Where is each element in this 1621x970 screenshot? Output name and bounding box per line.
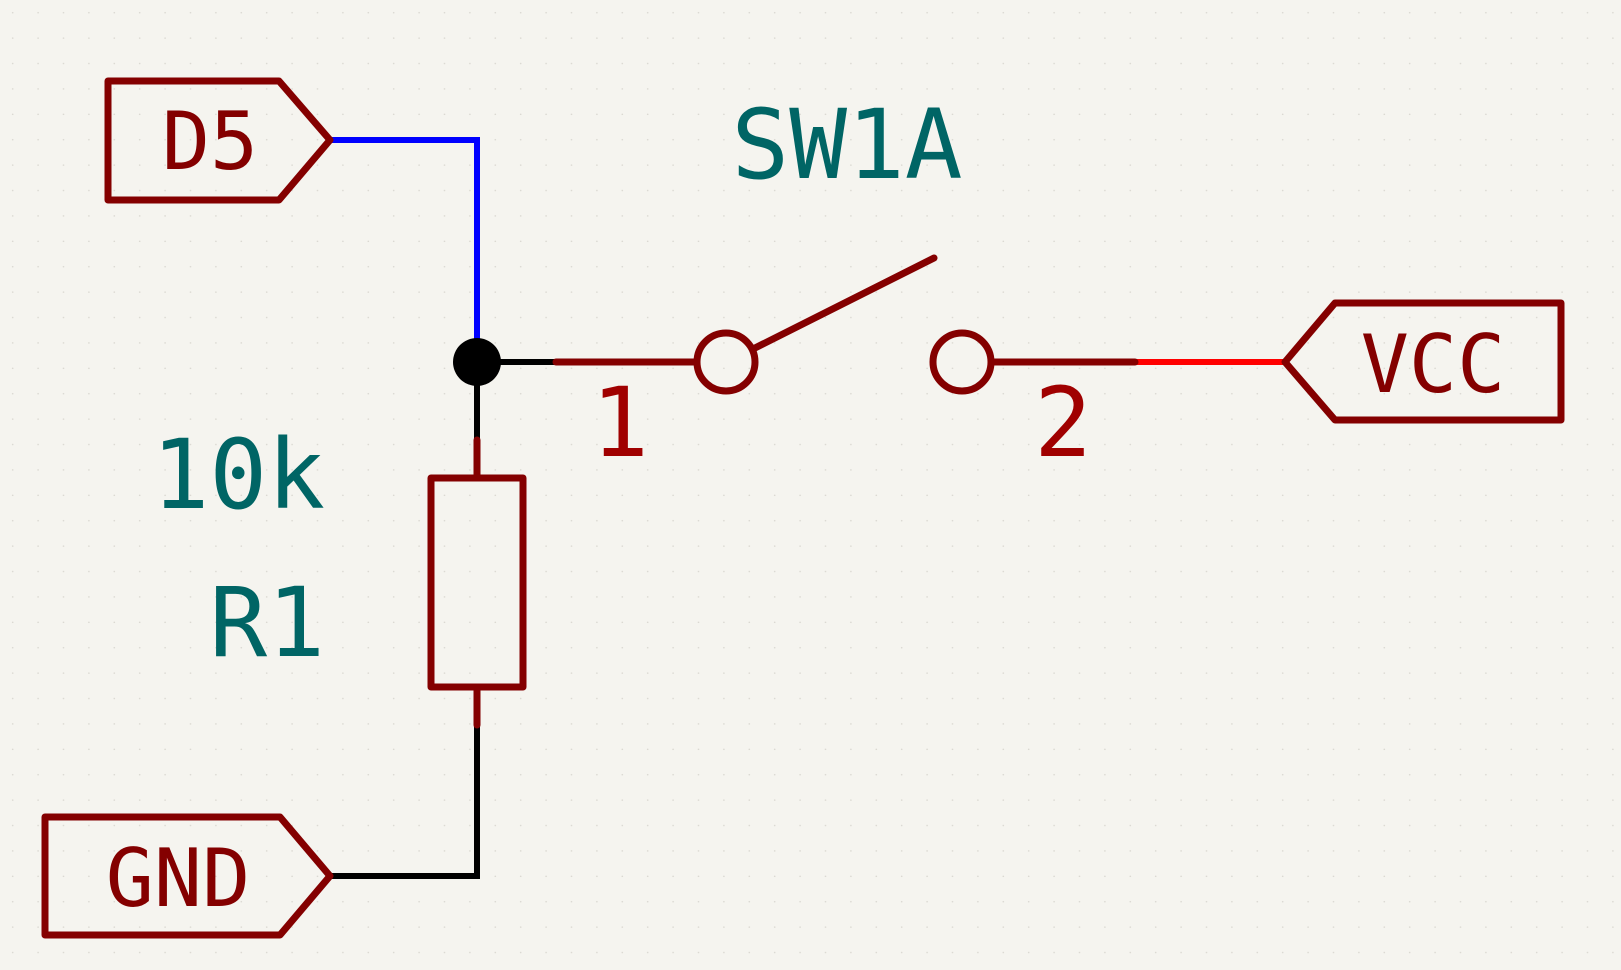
wire-d5[interactable]	[330, 137, 480, 345]
global-label-vcc[interactable]: VCC	[1281, 299, 1565, 424]
vcc-label-text: VCC	[1361, 318, 1506, 411]
d5-label-shape	[104, 77, 334, 204]
wire-gnd[interactable]	[330, 725, 480, 879]
resistor-value[interactable]: 10k	[152, 419, 325, 531]
d5-label-text: D5	[162, 95, 258, 188]
switch-sw1a[interactable]	[552, 254, 1139, 395]
junction-dot	[453, 338, 501, 386]
vcc-label-shape	[1281, 299, 1565, 424]
global-label-d5[interactable]: D5	[104, 77, 334, 204]
resistor-r1[interactable]	[427, 436, 527, 729]
resistor-reference[interactable]: R1	[209, 567, 325, 679]
switch-pin1-number: 1	[591, 367, 649, 479]
switch-reference[interactable]: SW1A	[731, 89, 962, 201]
switch-contact-left	[693, 329, 759, 395]
gnd-label-text: GND	[106, 832, 251, 925]
switch-lever	[751, 254, 938, 352]
global-label-gnd[interactable]: GND	[41, 813, 334, 939]
switch-pin2-number: 2	[1034, 367, 1092, 479]
gnd-label-shape	[41, 813, 334, 939]
